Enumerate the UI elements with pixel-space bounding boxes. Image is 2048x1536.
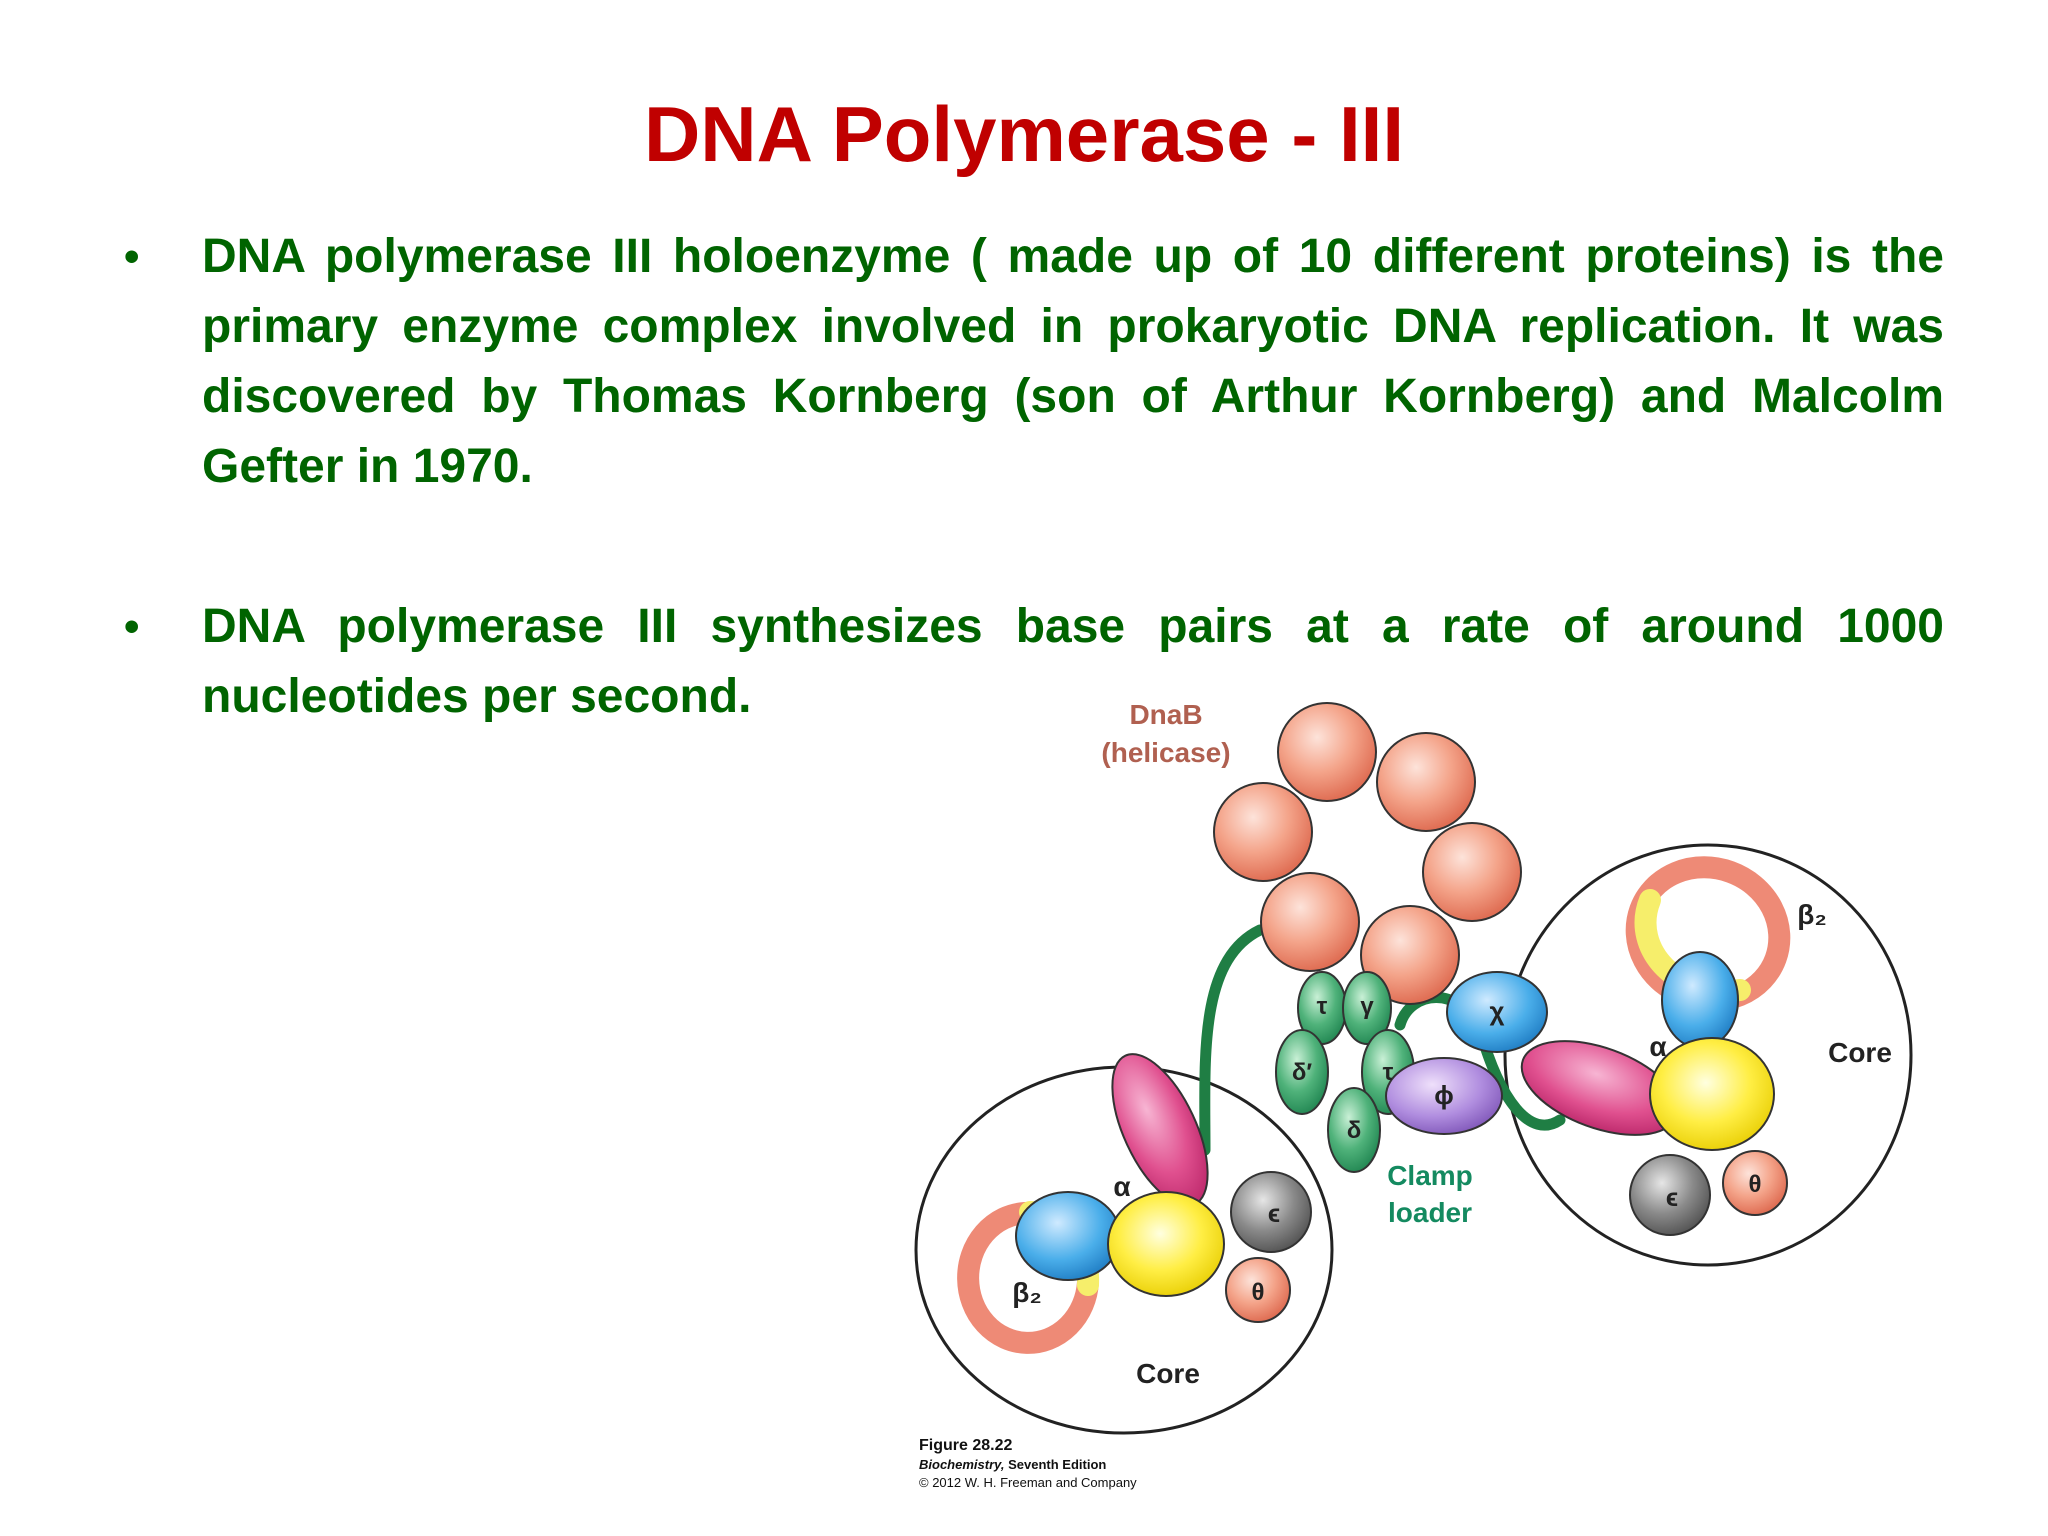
chi-subunit: [1446, 971, 1548, 1053]
helicase-sphere: [1277, 702, 1377, 802]
book-credit: Biochemistry, Seventh Edition: [919, 1456, 1319, 1474]
helicase-sphere: [1422, 822, 1522, 922]
delta-prime-label: δ′: [1292, 1059, 1313, 1086]
core-right-boundary: [1503, 843, 1913, 1267]
clamp-loader: [1275, 971, 1548, 1173]
book-title: Biochemistry,: [919, 1457, 1005, 1472]
helicase-sphere: [1213, 782, 1313, 882]
beta-clamp-left: [957, 1202, 1099, 1354]
bullet-marker: •: [124, 232, 140, 281]
figure-caption: Figure 28.22 Biochemistry, Seventh Editi…: [919, 1436, 1319, 1491]
clamp-loader-subunit: [1275, 1029, 1329, 1115]
clamp-loader-label: Clamp: [1387, 1160, 1473, 1191]
gamma-label: γ: [1360, 993, 1374, 1020]
slide-title: DNA Polymerase - III: [643, 90, 1405, 178]
phi-subunit: [1385, 1057, 1503, 1135]
chi-label: χ: [1490, 996, 1505, 1026]
dnab-helicase: [1213, 702, 1522, 1005]
bullet-text: DNA polymerase III holoenzyme ( made up …: [202, 230, 1944, 493]
beta2-label-left: β₂: [1012, 1277, 1042, 1308]
bullet-text: DNA polymerase III synthesizes base pair…: [202, 600, 1944, 723]
theta-label-left: θ: [1252, 1279, 1265, 1306]
epsilon-sphere-right: [1629, 1154, 1711, 1236]
clamp-loader-subunit: [1342, 971, 1392, 1045]
alpha-label-left: α: [1113, 1171, 1130, 1202]
core-left: [957, 1053, 1312, 1354]
theta-sphere-right: [1722, 1150, 1788, 1216]
phi-label: ϕ: [1434, 1080, 1454, 1110]
helicase-sphere: [1260, 872, 1360, 972]
core-left-label: Core: [1136, 1358, 1200, 1389]
figure-number: Figure 28.22: [919, 1437, 1013, 1454]
dna-polymerase-diagram: DnaB (helicase) τ γ δ′ τ δ χ ϕ Clamp loa…: [914, 699, 1913, 1435]
tau-domain-left: [1015, 1191, 1121, 1281]
delta-label: δ: [1347, 1117, 1362, 1144]
epsilon-label-right: ϵ: [1666, 1182, 1678, 1212]
tether-left: [1199, 924, 1266, 1156]
core-right-label: Core: [1828, 1037, 1892, 1068]
epsilon-core-left: [1107, 1191, 1225, 1297]
bullet-marker: •: [124, 602, 140, 651]
clamp-loader-subunit: [1327, 1087, 1381, 1173]
tau-domain-right: [1661, 951, 1739, 1049]
clamp-loader-label: loader: [1388, 1197, 1472, 1228]
book-edition: Seventh Edition: [1004, 1457, 1107, 1472]
tau-label: τ: [1383, 1059, 1394, 1086]
dnab-label: DnaB: [1129, 699, 1202, 730]
alpha-label-right: α: [1649, 1031, 1666, 1062]
helicase-sphere: [1376, 732, 1476, 832]
helicase-sphere: [1360, 905, 1460, 1005]
copyright: © 2012 W. H. Freeman and Company: [919, 1475, 1137, 1490]
epsilon-label-left: ϵ: [1268, 1198, 1280, 1228]
epsilon-core-right: [1649, 1037, 1775, 1151]
beta2-label-right: β₂: [1797, 899, 1827, 930]
theta-sphere-left: [1225, 1257, 1291, 1323]
core-right: [1520, 856, 1791, 1236]
helicase-label: (helicase): [1101, 737, 1230, 768]
theta-label-right: θ: [1749, 1171, 1762, 1198]
tau-label: τ: [1317, 993, 1328, 1020]
epsilon-sphere-left: [1230, 1171, 1312, 1253]
